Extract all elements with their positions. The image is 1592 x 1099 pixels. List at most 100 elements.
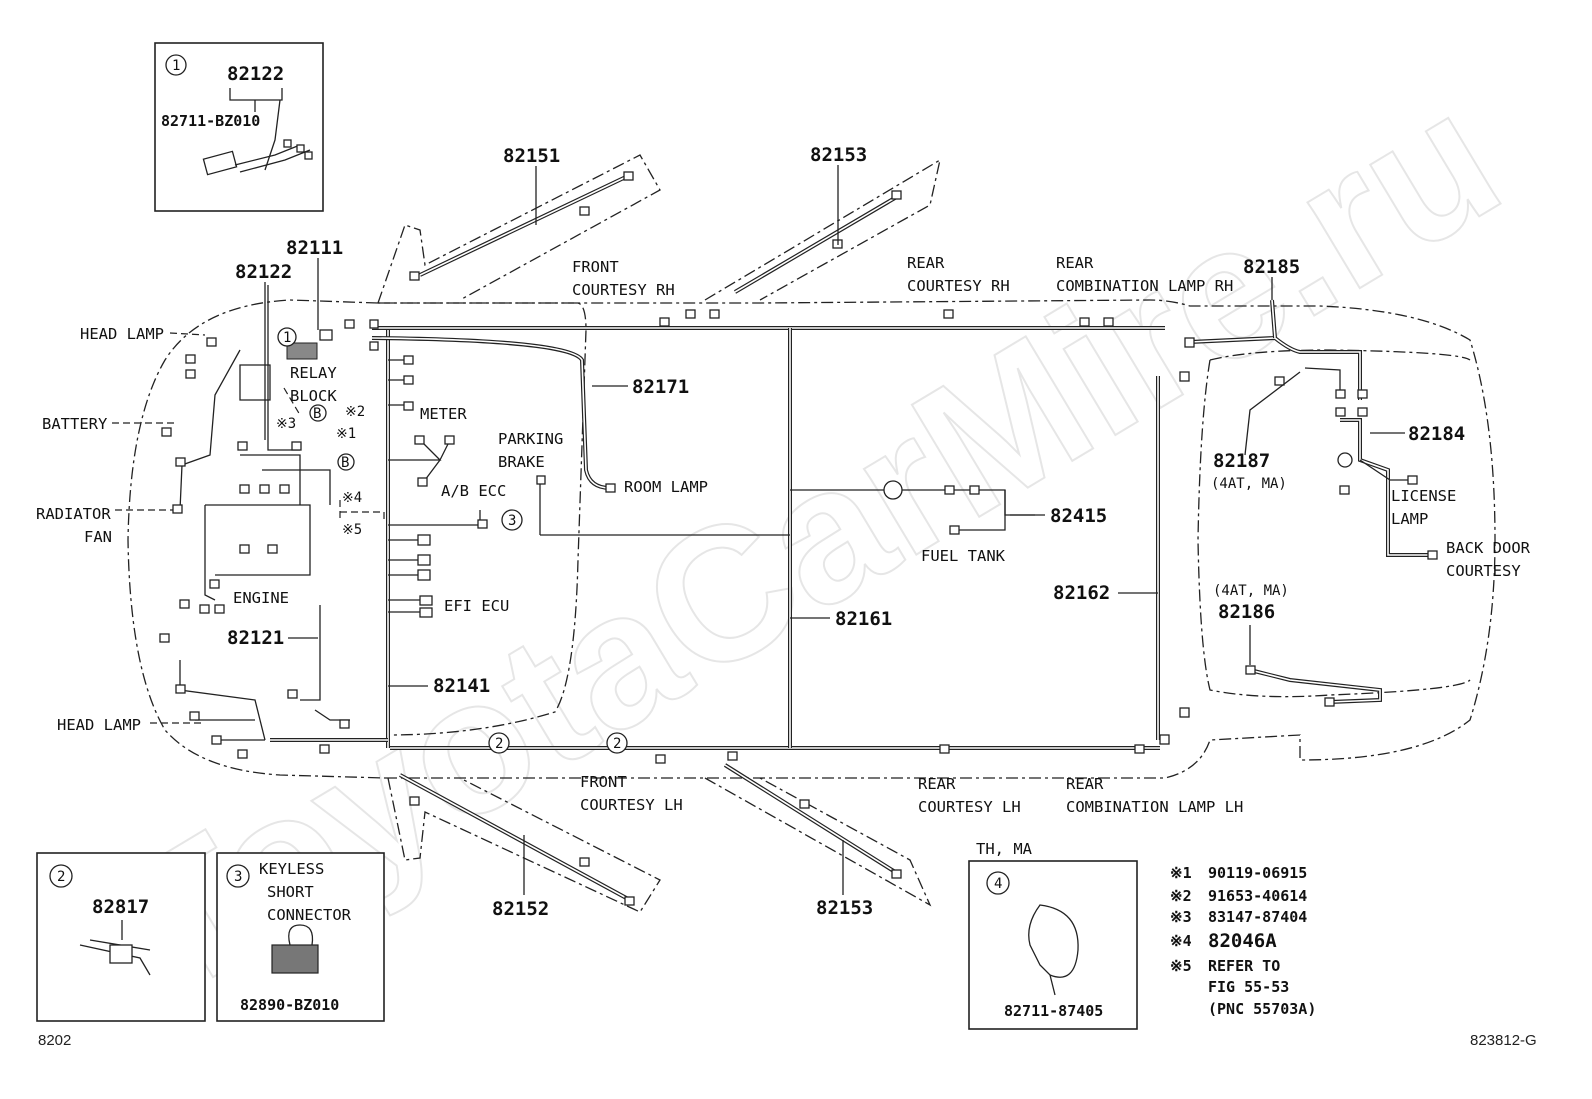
part-82153-top: 82153 bbox=[810, 144, 867, 166]
part-82161: 82161 bbox=[835, 608, 892, 630]
svg-text:83147-87404: 83147-87404 bbox=[1208, 908, 1307, 926]
svg-text:※2: ※2 bbox=[1170, 887, 1192, 905]
inset-4: TH, MA 4 82711-87405 bbox=[968, 840, 1138, 1030]
svg-text:2: 2 bbox=[495, 736, 503, 752]
svg-text:82890-BZ010: 82890-BZ010 bbox=[240, 996, 339, 1014]
svg-text:2: 2 bbox=[613, 736, 621, 752]
part-82121: 82121 bbox=[227, 627, 284, 649]
part-82152: 82152 bbox=[492, 898, 549, 920]
part-numbers: 82151 82153 82111 82122 82171 82185 8218… bbox=[227, 144, 1465, 920]
svg-text:TH, MA: TH, MA bbox=[976, 840, 1033, 858]
svg-text:CONNECTOR: CONNECTOR bbox=[267, 906, 352, 924]
svg-text:EFI ECU: EFI ECU bbox=[444, 597, 509, 615]
part-82141: 82141 bbox=[433, 675, 490, 697]
svg-text:3: 3 bbox=[508, 513, 516, 529]
svg-text:2: 2 bbox=[57, 869, 65, 885]
part-82187: 82187 bbox=[1213, 450, 1270, 472]
svg-text:B: B bbox=[313, 406, 321, 422]
part-82187-variant: (4AT, MA) bbox=[1211, 476, 1287, 492]
svg-text:REAR: REAR bbox=[1056, 254, 1094, 272]
callout-circles: 1 3 2 2 bbox=[277, 327, 628, 754]
part-82162: 82162 bbox=[1053, 582, 1110, 604]
svg-text:FRONT: FRONT bbox=[580, 773, 627, 791]
svg-text:COURTESY LH: COURTESY LH bbox=[918, 798, 1021, 816]
inset-2: 2 82817 bbox=[36, 852, 206, 1022]
svg-text:REAR: REAR bbox=[1066, 775, 1104, 793]
leader-lines bbox=[112, 165, 1405, 895]
svg-text:HEAD LAMP: HEAD LAMP bbox=[80, 325, 164, 343]
svg-text:※5: ※5 bbox=[342, 522, 362, 538]
svg-text:COMBINATION LAMP LH: COMBINATION LAMP LH bbox=[1066, 798, 1243, 816]
part-82111: 82111 bbox=[286, 237, 343, 259]
svg-text:※3: ※3 bbox=[276, 416, 296, 432]
part-82122: 82122 bbox=[235, 261, 292, 283]
part-82151: 82151 bbox=[503, 145, 560, 167]
svg-text:SHORT: SHORT bbox=[267, 883, 314, 901]
connectors bbox=[159, 171, 1438, 906]
svg-text:FUEL TANK: FUEL TANK bbox=[921, 547, 1006, 565]
svg-text:BRAKE: BRAKE bbox=[498, 453, 545, 471]
part-82186-variant: (4AT, MA) bbox=[1213, 583, 1289, 599]
footer-left: 8202 bbox=[38, 1032, 71, 1049]
footer-right: 823812-G bbox=[1470, 1032, 1537, 1049]
svg-text:COURTESY RH: COURTESY RH bbox=[572, 281, 675, 299]
svg-text:ENGINE: ENGINE bbox=[233, 589, 289, 607]
svg-text:PARKING: PARKING bbox=[498, 430, 563, 448]
svg-text:※3: ※3 bbox=[1170, 908, 1192, 926]
part-82186: 82186 bbox=[1218, 601, 1275, 623]
svg-text:※1: ※1 bbox=[1170, 864, 1192, 882]
svg-text:FRONT: FRONT bbox=[572, 258, 619, 276]
svg-text:3: 3 bbox=[234, 869, 242, 885]
svg-text:B: B bbox=[341, 455, 349, 471]
component-labels: FRONT COURTESY RH REAR COURTESY RH REAR … bbox=[36, 254, 1531, 816]
svg-text:REAR: REAR bbox=[918, 775, 956, 793]
svg-text:82817: 82817 bbox=[92, 896, 149, 918]
svg-text:METER: METER bbox=[420, 405, 467, 423]
svg-text:※5: ※5 bbox=[1170, 957, 1192, 975]
svg-text:1: 1 bbox=[172, 58, 180, 74]
svg-text:FAN: FAN bbox=[84, 528, 112, 546]
svg-text:82711-87405: 82711-87405 bbox=[1004, 1002, 1103, 1020]
svg-text:1: 1 bbox=[283, 330, 291, 346]
svg-text:ROOM LAMP: ROOM LAMP bbox=[624, 478, 708, 496]
svg-text:COURTESY RH: COURTESY RH bbox=[907, 277, 1010, 295]
svg-text:FIG 55-53: FIG 55-53 bbox=[1208, 978, 1289, 996]
svg-text:COMBINATION LAMP RH: COMBINATION LAMP RH bbox=[1056, 277, 1233, 295]
svg-text:BLOCK: BLOCK bbox=[290, 387, 337, 405]
svg-text:※1: ※1 bbox=[336, 426, 356, 442]
svg-text:※2: ※2 bbox=[345, 404, 365, 420]
inset-3: 3 KEYLESS SHORT CONNECTOR 82890-BZ010 bbox=[216, 852, 385, 1022]
svg-text:COURTESY LH: COURTESY LH bbox=[580, 796, 683, 814]
svg-text:BACK DOOR: BACK DOOR bbox=[1446, 539, 1531, 557]
svg-text:LICENSE: LICENSE bbox=[1391, 487, 1456, 505]
svg-text:90119-06915: 90119-06915 bbox=[1208, 864, 1307, 882]
svg-text:HEAD LAMP: HEAD LAMP bbox=[57, 716, 141, 734]
svg-text:※4: ※4 bbox=[1170, 932, 1192, 950]
svg-text:REAR: REAR bbox=[907, 254, 945, 272]
part-82171: 82171 bbox=[632, 376, 689, 398]
part-82153-bottom: 82153 bbox=[816, 897, 873, 919]
svg-text:RELAY: RELAY bbox=[290, 364, 337, 382]
notes-list: ※1 90119-06915 ※2 91653-40614 ※3 83147-8… bbox=[1170, 864, 1316, 1018]
svg-text:BATTERY: BATTERY bbox=[42, 415, 108, 433]
part-82184: 82184 bbox=[1408, 423, 1465, 445]
svg-text:COURTESY: COURTESY bbox=[1446, 562, 1521, 580]
svg-text:KEYLESS: KEYLESS bbox=[259, 860, 324, 878]
svg-text:91653-40614: 91653-40614 bbox=[1208, 887, 1307, 905]
svg-text:※4: ※4 bbox=[342, 490, 362, 506]
svg-text:LAMP: LAMP bbox=[1391, 510, 1428, 528]
inset-1: 1 82122 82711-BZ010 bbox=[154, 42, 324, 212]
svg-text:82711-BZ010: 82711-BZ010 bbox=[161, 112, 260, 130]
svg-text:RADIATOR: RADIATOR bbox=[36, 505, 111, 523]
svg-text:A/B ECC: A/B ECC bbox=[441, 482, 506, 500]
svg-text:REFER TO: REFER TO bbox=[1208, 957, 1280, 975]
svg-text:82122: 82122 bbox=[227, 63, 284, 85]
harness-wires bbox=[179, 173, 1430, 902]
part-82415: 82415 bbox=[1050, 505, 1107, 527]
svg-text:4: 4 bbox=[994, 876, 1002, 892]
svg-text:(PNC 55703A): (PNC 55703A) bbox=[1208, 1000, 1316, 1018]
svg-text:82046A: 82046A bbox=[1208, 930, 1277, 952]
vehicle-body-outline bbox=[115, 154, 1496, 913]
part-82185: 82185 bbox=[1243, 256, 1300, 278]
